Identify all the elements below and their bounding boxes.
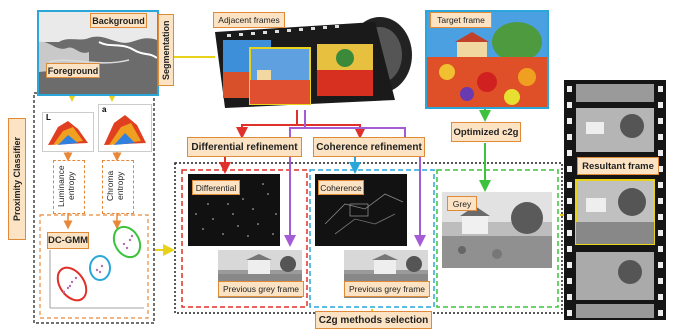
segmentation-label: Segmentation — [158, 14, 174, 86]
chroma-entropy-box — [102, 160, 134, 214]
chroma-histogram — [98, 104, 152, 152]
previous-grey-frame-2-label: Previous grey frame — [344, 281, 430, 297]
c2g-methods-selection-label: C2g methods selection — [315, 311, 432, 329]
coherence-label: Coherence — [318, 180, 364, 195]
background-label: Background — [90, 13, 147, 28]
luminance-entropy-box — [53, 160, 85, 214]
hist-a-label: a — [102, 105, 107, 114]
coherence-refinement-label: Coherence refinement — [313, 137, 425, 157]
foreground-label: Foreground — [46, 63, 100, 78]
differential-refinement-label: Differential refinement — [187, 137, 302, 157]
previous-grey-frame-1-label: Previous grey frame — [218, 281, 304, 297]
grey-label: Grey — [447, 196, 477, 211]
target-frame-label: Target frame — [430, 12, 492, 28]
dc-gmm-label: DC-GMM — [47, 232, 89, 249]
luminance-histogram — [42, 112, 94, 152]
grey-box — [436, 169, 559, 308]
resultant-frame-strip — [564, 80, 666, 320]
proximity-classifier-label: Proximity Classifier — [8, 118, 26, 240]
optimized-c2g-label: Optimized c2g — [451, 122, 521, 142]
coherence-box — [309, 169, 435, 308]
dc-gmm-scatter-plot — [42, 220, 148, 316]
differential-box — [181, 169, 308, 308]
adjacent-frames-image — [195, 10, 415, 110]
adjacent-frames-label: Adjacent frames — [213, 12, 285, 28]
hist-l-label: L — [46, 113, 51, 122]
differential-label: Differential — [192, 180, 240, 195]
resultant-frame-label: Resultant frame — [577, 157, 659, 175]
c2g-selection-box — [174, 162, 563, 314]
